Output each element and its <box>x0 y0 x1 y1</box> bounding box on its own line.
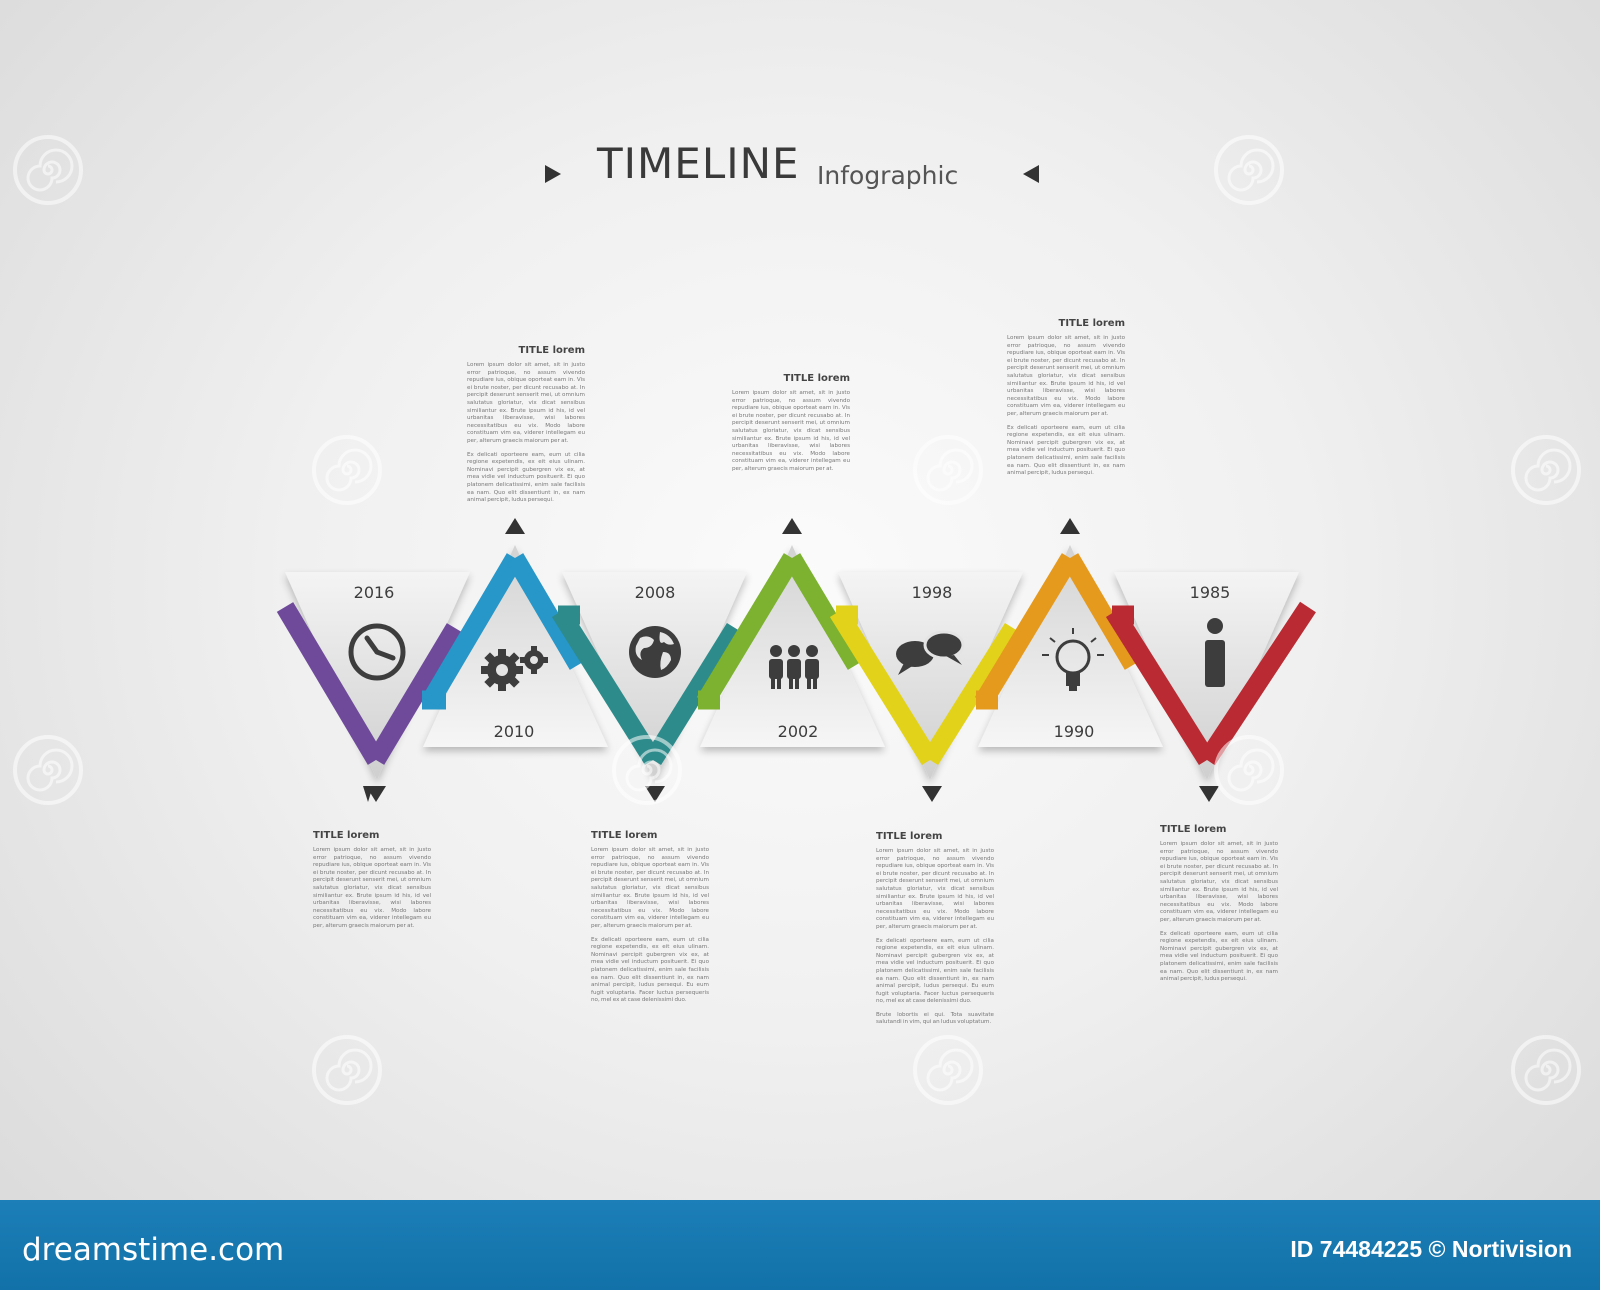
ribbon-teal-up <box>644 622 744 766</box>
watermark-logo-icon <box>1511 435 1581 505</box>
pointer-down-4-icon <box>1199 786 1219 802</box>
text-block-body-3: Brute lobortis ei qui. Tota suavitate sa… <box>876 1011 994 1026</box>
ribbon-blue-down <box>506 553 587 670</box>
ribbon-red-up <box>1199 601 1316 766</box>
panel-1990 <box>978 545 1163 747</box>
watermark-logo-icon <box>1511 1035 1581 1105</box>
clock-icon <box>348 623 406 681</box>
text-block-1998: TITLE lorem Lorem ipsum dolor sit amet, … <box>876 831 994 1027</box>
text-block-body: Lorem ipsum dolor sit amet, sit in justo… <box>467 362 585 444</box>
text-block-body-2: Ex delicati oporteere eam, eum ut cilia … <box>467 451 585 504</box>
pointer-up-2-icon <box>782 518 802 534</box>
watermark-logo-icon <box>913 1035 983 1105</box>
text-block-body: Lorem ipsum dolor sit amet, sit in justo… <box>876 848 994 930</box>
text-block-title: TITLE lorem <box>518 345 585 356</box>
text-block-body: Lorem ipsum dolor sit amet, sit in justo… <box>1007 335 1125 417</box>
year-1985: 1985 <box>1190 583 1231 602</box>
text-block-body: Lorem ipsum dolor sit amet, sit in justo… <box>1160 841 1278 923</box>
pointer-down-2-icon <box>645 786 665 802</box>
text-block-body: Lorem ipsum dolor sit amet, sit in justo… <box>591 847 709 929</box>
text-block-title: TITLE lorem <box>876 831 943 842</box>
header: TIMELINE Infographic <box>545 135 1065 205</box>
text-block-title: TITLE lorem <box>1160 824 1227 835</box>
footer-brand[interactable]: dreamstime.com <box>22 1232 285 1268</box>
watermark-logo-icon <box>13 735 83 805</box>
ribbon-green-down <box>783 553 865 670</box>
footer-image-id: ID 74484225 © Nortivision <box>1290 1236 1572 1262</box>
ribbon-orange-up <box>974 553 1079 707</box>
year-2016: 2016 <box>354 583 395 602</box>
watermark-logo-icon <box>312 1035 382 1105</box>
text-block-body-2: Ex delicati oporteere eam, eum ut cilia … <box>876 937 994 1005</box>
text-block-1990: TITLE lorem Lorem ipsum dolor sit amet, … <box>1007 318 1125 478</box>
panel-2010 <box>423 545 608 747</box>
pointer-down-3-icon <box>922 786 942 802</box>
ribbon-purple <box>276 602 385 765</box>
text-block-title: TITLE lorem <box>313 830 380 841</box>
year-2002: 2002 <box>778 722 819 741</box>
text-block-title: TITLE lorem <box>783 373 850 384</box>
ribbon-teal-down <box>551 606 662 766</box>
text-block-body-2: Ex delicati oporteere eam, eum ut cilia … <box>591 936 709 1004</box>
header-right-arrow-icon <box>1023 165 1039 183</box>
year-2010: 2010 <box>494 722 535 741</box>
year-1998: 1998 <box>912 583 953 602</box>
page-subtitle: Infographic <box>817 161 959 190</box>
watermark-logo-icon <box>312 435 382 505</box>
text-block-1985: TITLE lorem Lorem ipsum dolor sit amet, … <box>1160 824 1278 984</box>
watermark-logo-icon <box>1214 135 1284 205</box>
text-block-body-2: Ex delicati oporteere eam, eum ut cilia … <box>1160 930 1278 983</box>
watermark-logo-icon <box>913 435 983 505</box>
text-block-body-2: Ex delicati oporteere eam, eum ut cilia … <box>1007 424 1125 477</box>
watermark-logo-icon <box>612 735 682 805</box>
footer-bar: dreamstime.com ID 74484225 © Nortivision <box>0 1200 1600 1290</box>
header-left-arrow-icon <box>545 165 561 183</box>
year-2008: 2008 <box>635 583 676 602</box>
watermark-logo-icon <box>13 135 83 205</box>
text-block-2002: TITLE lorem Lorem ipsum dolor sit amet, … <box>732 373 850 474</box>
people-icon <box>769 645 819 689</box>
lightbulb-icon <box>1042 628 1104 691</box>
text-block-2010: TITLE lorem Lorem ipsum dolor sit amet, … <box>467 345 585 505</box>
ribbon-green-up <box>696 553 801 707</box>
pointer-up-1-icon <box>505 518 525 534</box>
text-block-body: Lorem ipsum dolor sit amet, sit in justo… <box>732 390 850 472</box>
ribbon-orange-down <box>1061 553 1142 670</box>
ribbon-yellow-up <box>921 622 1022 766</box>
globe-icon <box>629 626 681 678</box>
page-title: TIMELINE <box>597 139 800 188</box>
infographic-canvas: TIMELINE Infographic <box>13 135 1581 1105</box>
ribbon-red-down <box>1105 606 1216 766</box>
text-block-title: TITLE lorem <box>591 830 658 841</box>
year-1990: 1990 <box>1054 722 1095 741</box>
panel-1998 <box>838 572 1023 780</box>
chat-bubbles-icon <box>896 630 965 675</box>
watermark-logo-icon <box>1214 735 1284 805</box>
ribbon-yellow-down <box>829 606 939 766</box>
ribbon-purple-up <box>367 623 464 765</box>
timeline-diagram: 2016 2010 2008 2002 1998 1990 1985 <box>276 518 1316 802</box>
text-block-2008: TITLE lorem Lorem ipsum dolor sit amet, … <box>591 830 709 1005</box>
pointer-up-3-icon <box>1060 518 1080 534</box>
info-icon <box>1205 618 1225 687</box>
pointer-down-1b-icon <box>366 786 386 802</box>
text-block-2016: TITLE lorem Lorem ipsum dolor sit amet, … <box>313 830 431 931</box>
text-block-title: TITLE lorem <box>1058 318 1125 329</box>
ribbon-blue-up <box>421 553 524 707</box>
text-block-body: Lorem ipsum dolor sit amet, sit in justo… <box>313 847 431 929</box>
